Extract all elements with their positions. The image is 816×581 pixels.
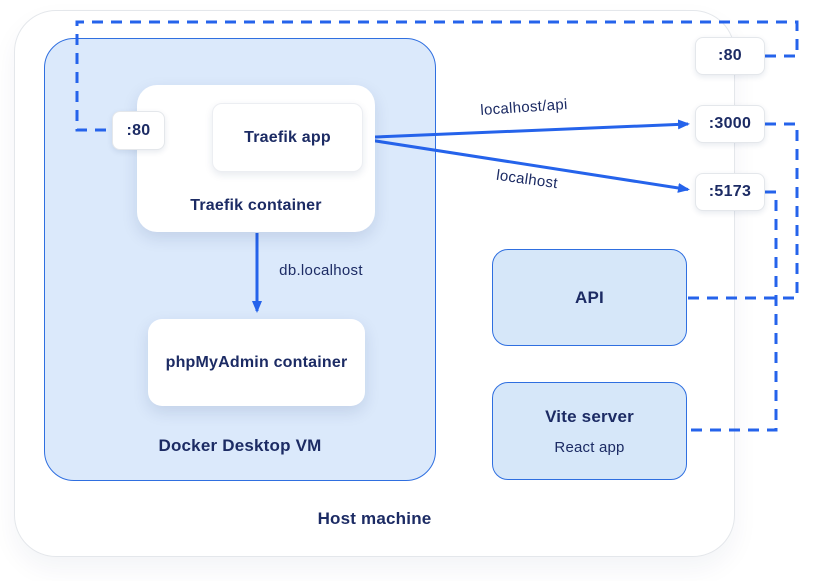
phpmyadmin-box: phpMyAdmin container [148,319,365,406]
port-badge-80-host: :80 [695,37,765,75]
traefik-app-box: Traefik app [212,103,363,172]
host-machine-label: Host machine [317,509,432,528]
edge-label-localhost-api: localhost/api [479,95,569,120]
port-badge-80-inner: :80 [112,111,165,150]
vite-server-label: Vite server [545,406,634,426]
phpmyadmin-label: phpMyAdmin container [165,353,348,371]
traefik-container-label: Traefik container [190,197,322,214]
api-box: API [492,249,687,346]
edge-label-localhost: localhost [495,166,559,193]
vite-server-box: Vite server React app [492,382,687,480]
api-label: API [575,287,604,307]
react-app-label: React app [554,438,625,456]
edge-label-db-localhost: db.localhost [279,262,363,279]
docker-vm-label: Docker Desktop VM [158,436,322,455]
traefik-app-label: Traefik app [244,128,331,146]
port-badge-5173: :5173 [695,173,765,211]
port-badge-3000: :3000 [695,105,765,143]
